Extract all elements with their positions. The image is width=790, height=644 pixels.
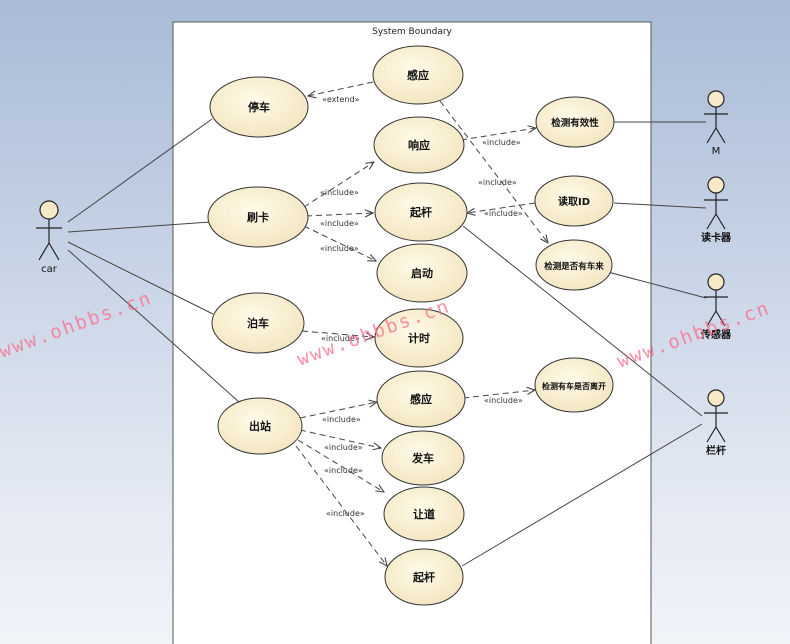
stereo-include-3: «include» — [320, 244, 359, 253]
stereo-include-6: «include» — [324, 443, 363, 452]
usecase-yield[interactable]: 让道 — [383, 486, 465, 542]
assoc-readid-cardreader — [613, 202, 707, 209]
actor-m[interactable]: M — [704, 90, 728, 157]
stereo-include-10: «include» — [478, 178, 517, 187]
assoc-car-swipe — [67, 221, 211, 233]
usecase-start-label: 启动 — [411, 266, 433, 280]
usecase-park-label: 停车 — [248, 100, 270, 114]
stereo-include-2: «include» — [320, 219, 359, 228]
usecase-exit[interactable]: 出站 — [217, 397, 303, 455]
include-berth-timing — [301, 330, 374, 337]
usecase-start[interactable]: 启动 — [376, 243, 468, 303]
usecase-read-id-label: 读取ID — [558, 195, 590, 208]
usecase-berth-label: 泊车 — [247, 316, 269, 330]
include-exit-depart — [299, 429, 381, 448]
usecase-check-valid[interactable]: 检测有效性 — [535, 96, 615, 148]
stereo-include-7: «include» — [324, 466, 363, 475]
usecase-detect-leave-label: 检测有车是否离开 — [542, 381, 606, 391]
usecase-raise-2-label: 起杆 — [412, 570, 435, 584]
actor-car-label: car — [41, 264, 58, 275]
usecase-yield-label: 让道 — [413, 507, 435, 521]
stereo-include-5: «include» — [322, 415, 361, 424]
usecase-detect-leave[interactable]: 检测有车是否离开 — [534, 357, 614, 413]
dependencies — [295, 81, 548, 566]
include-sense-leave — [462, 390, 535, 399]
usecase-sense-2[interactable]: 感应 — [376, 370, 466, 428]
assoc-raise2-gate — [461, 423, 703, 567]
actor-sensor-label: 传感器 — [700, 328, 732, 341]
usecase-respond[interactable]: 响应 — [373, 116, 465, 174]
usecase-detect-car-label: 检测是否有车来 — [544, 261, 604, 272]
actor-sensor[interactable]: 传感器 — [700, 273, 732, 341]
usecase-raise-1-label: 起杆 — [409, 205, 432, 219]
usecase-exit-label: 出站 — [249, 419, 271, 433]
usecase-respond-label: 响应 — [408, 138, 430, 152]
associations — [67, 118, 707, 567]
stereo-include-11: «include» — [484, 209, 523, 218]
usecase-sense-1-label: 感应 — [407, 68, 429, 82]
stereo-include-8: «include» — [326, 509, 365, 518]
assoc-detectcar-sensor — [607, 271, 707, 299]
assoc-raise1-gate — [462, 225, 703, 417]
stereo-include-4: «include» — [321, 334, 360, 343]
usecase-swipe-label: 刷卡 — [247, 210, 269, 224]
usecase-timing-label: 计时 — [408, 331, 430, 345]
include-exit-sense — [299, 402, 377, 419]
assoc-car-park — [67, 118, 213, 223]
stereo-include-1: «include» — [320, 188, 359, 197]
usecase-sense-1[interactable]: 感应 — [372, 45, 464, 105]
usecase-timing[interactable]: 计时 — [374, 308, 464, 368]
usecase-detect-car[interactable]: 检测是否有车来 — [535, 239, 613, 291]
include-swipe-raise — [305, 213, 373, 216]
actor-gate-label: 栏杆 — [706, 444, 726, 457]
assoc-car-exit — [67, 249, 240, 403]
usecase-swipe[interactable]: 刷卡 — [207, 186, 309, 248]
usecase-read-id[interactable]: 读取ID — [534, 175, 614, 227]
actor-gate[interactable]: 栏杆 — [704, 389, 728, 457]
usecase-depart[interactable]: 发车 — [381, 430, 465, 486]
usecase-check-valid-label: 检测有效性 — [551, 117, 599, 129]
extend-arrow — [308, 81, 374, 96]
actor-card-reader-label: 读卡器 — [701, 231, 732, 244]
include-exit-yield — [297, 439, 384, 492]
usecase-park[interactable]: 停车 — [209, 76, 309, 138]
stereo-include-12: «include» — [484, 396, 523, 405]
include-readid-raise — [467, 202, 536, 213]
actors: car M 读卡器 传感器 — [36, 90, 732, 457]
include-respond-check — [460, 128, 536, 141]
use-cases: 停车 感应 响应 刷卡 起杆 启动 泊车 计时 — [207, 45, 615, 606]
usecase-raise-2[interactable]: 起杆 — [384, 548, 464, 606]
include-exit-raise — [295, 445, 387, 566]
boundary-title: System Boundary — [372, 27, 452, 37]
usecase-sense-2-label: 感应 — [410, 392, 432, 406]
include-swipe-start — [303, 225, 376, 261]
usecase-berth[interactable]: 泊车 — [211, 292, 305, 354]
assoc-car-berth — [67, 241, 214, 315]
actor-card-reader[interactable]: 读卡器 — [701, 176, 732, 244]
stereo-extend: «extend» — [322, 95, 360, 104]
actor-car[interactable]: car — [36, 200, 62, 275]
include-swipe-respond — [303, 162, 374, 208]
watermark-1: www.ohbbs.cn — [0, 287, 155, 363]
stereotype-labels: «extend» «include» «include» «include» «… — [320, 95, 523, 518]
stereo-include-9: «include» — [482, 138, 521, 147]
actor-m-label: M — [712, 146, 721, 157]
usecase-raise-1[interactable]: 起杆 — [374, 182, 468, 242]
usecase-depart-label: 发车 — [411, 451, 434, 465]
